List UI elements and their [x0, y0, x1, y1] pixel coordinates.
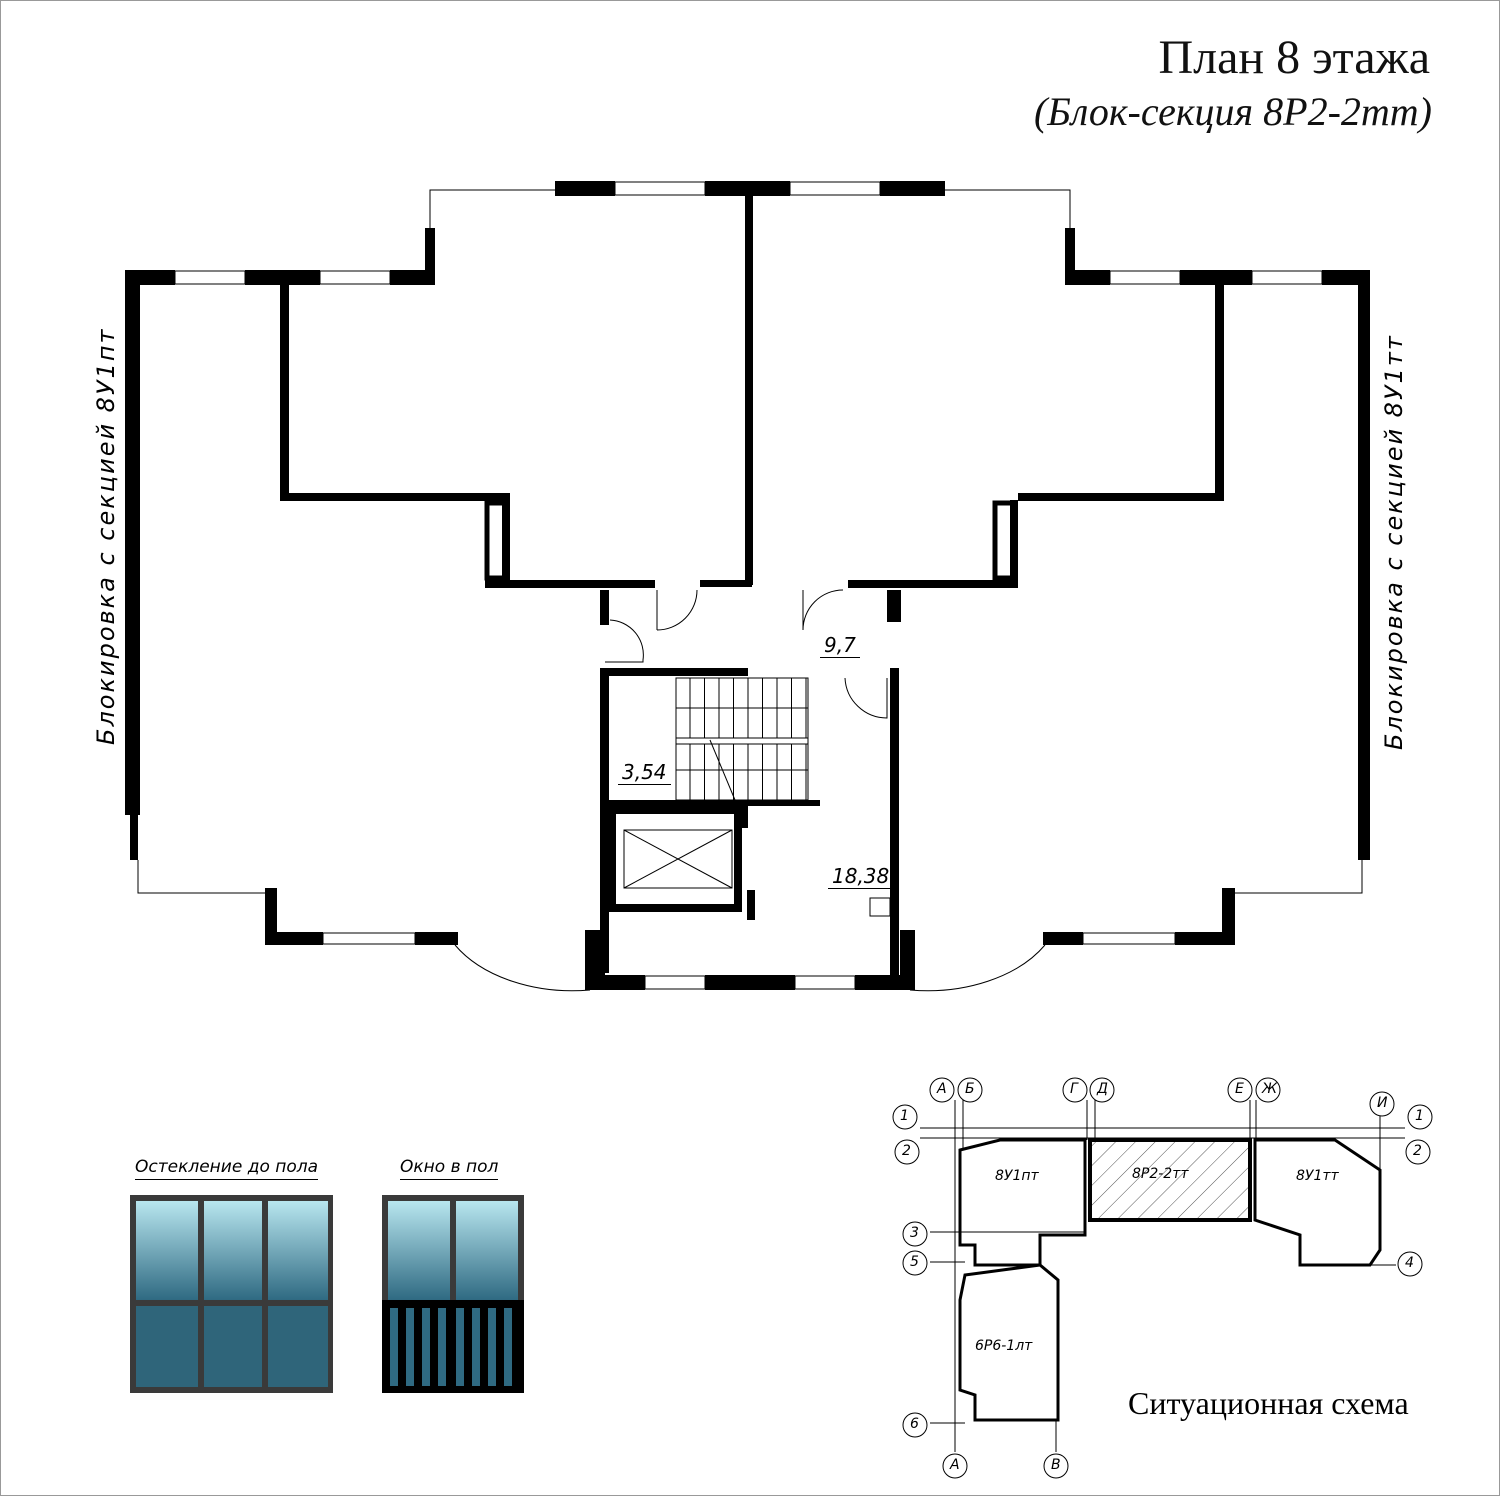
axis-label: Д	[1097, 1081, 1108, 1097]
axis-label: Г	[1070, 1081, 1078, 1097]
axis-label: 1	[1415, 1108, 1424, 1124]
page-subtitle: (Блок-секция 8Р2-2тт)	[1033, 89, 1432, 134]
axis-label: 2	[1413, 1143, 1422, 1159]
legend-floor-window	[382, 1195, 524, 1393]
axis-label: 3	[910, 1225, 919, 1241]
axis-label: Е	[1235, 1081, 1244, 1097]
legend-floor-glazing-label: Остекление до пола	[135, 1157, 319, 1180]
axis-label: Б	[965, 1081, 975, 1097]
section-label: 8У1тт	[1296, 1168, 1339, 1184]
section-label: 8Р2-2тт	[1132, 1166, 1189, 1182]
legend-floor-window-label: Окно в пол	[400, 1157, 499, 1180]
axis-label: 1	[900, 1108, 909, 1124]
right-blocking-label: Блокировка с секцией 8У1тт	[1380, 334, 1408, 750]
staircase	[675, 677, 809, 801]
axis-label: 5	[910, 1254, 919, 1270]
stair-area: 3,54	[618, 760, 671, 785]
legend-floor-glazing	[130, 1195, 333, 1393]
hall-area: 18,38	[828, 864, 894, 889]
axis-label: 4	[1405, 1255, 1414, 1271]
section-label: 6Р6-1лт	[975, 1338, 1033, 1354]
axis-label: 2	[902, 1143, 911, 1159]
ventilation-shafts	[484, 500, 1016, 581]
walls	[125, 181, 1370, 990]
axis-bubbles	[892, 1077, 1433, 1479]
axis-label: И	[1377, 1095, 1388, 1111]
corridor-area: 9,7	[820, 633, 860, 658]
page-title: План 8 этажа	[1158, 31, 1430, 84]
axis-label: В	[1051, 1457, 1061, 1473]
windows	[174, 181, 1323, 990]
axis-label: А	[937, 1081, 947, 1097]
axis-label: Ж	[1262, 1081, 1278, 1097]
axis-label: А	[950, 1457, 960, 1473]
glazing-lines	[137, 189, 1363, 992]
situation-scheme-title: Ситуационная схема	[1128, 1385, 1409, 1421]
left-blocking-label: Блокировка с секцией 8У1пт	[92, 327, 120, 745]
axis-label: 6	[910, 1416, 919, 1432]
section-label: 8У1пт	[995, 1168, 1039, 1184]
elevator-shaft	[608, 806, 742, 912]
situation-scheme	[920, 1100, 1405, 1452]
